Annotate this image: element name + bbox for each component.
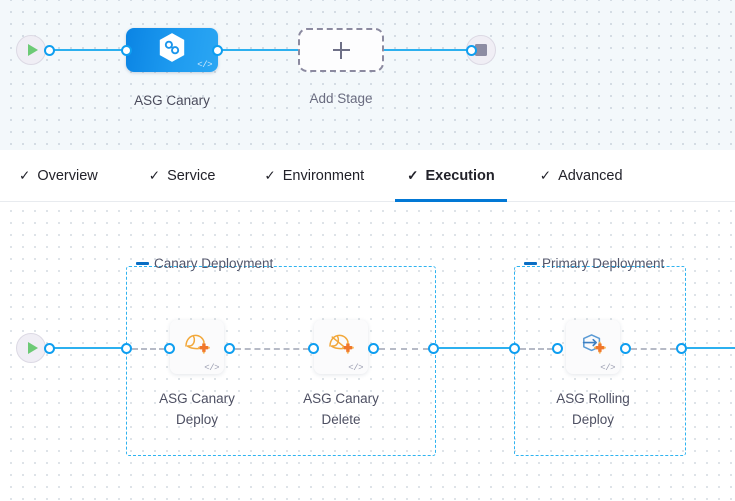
step-label-line1: ASG Canary <box>303 391 379 406</box>
play-icon <box>27 44 38 56</box>
tab-label: Advanced <box>558 167 623 184</box>
aws-asg-canary-deploy-icon <box>181 327 213 362</box>
primary-group-entry-dot[interactable] <box>509 343 520 354</box>
tab-advanced[interactable]: ✓ Advanced <box>538 150 625 202</box>
check-icon: ✓ <box>19 167 31 183</box>
add-stage-button[interactable] <box>298 28 384 72</box>
aws-asg-canary-delete-icon <box>325 327 357 362</box>
step-code-badge: </> <box>204 363 219 373</box>
stage-label-asg-canary: ASG Canary <box>134 93 210 108</box>
step-code-badge: </> <box>600 363 615 373</box>
play-icon <box>27 342 38 354</box>
tab-environment[interactable]: ✓ Environment <box>262 150 366 202</box>
stage-tabbar: ✓ Overview ✓ Service ✓ Environment ✓ Exe… <box>0 150 735 202</box>
step-label-line1: ASG Rolling <box>556 391 630 406</box>
canary-group-exit-dot[interactable] <box>428 343 439 354</box>
check-icon: ✓ <box>264 167 276 183</box>
canary-group-entry-dot[interactable] <box>121 343 132 354</box>
step-label-asg-canary-delete: ASG Canary Delete <box>271 388 411 430</box>
tab-service[interactable]: ✓ Service <box>147 150 218 202</box>
stage-input-dot[interactable] <box>121 45 132 56</box>
end-connector-dot[interactable] <box>466 45 477 56</box>
stage-output-dot[interactable] <box>212 45 223 56</box>
pipeline-start-node[interactable] <box>16 35 46 65</box>
tab-label: Service <box>167 167 216 184</box>
tab-label: Execution <box>425 167 495 184</box>
stage-code-badge: </> <box>197 60 212 70</box>
dashed-step3-to-exit <box>631 348 676 350</box>
connector-stage-to-add <box>218 49 300 51</box>
step-group-title[interactable]: Canary Deployment <box>136 256 273 271</box>
harness-hexagon-infinity-icon <box>157 32 187 69</box>
step-node-asg-canary-deploy[interactable]: </> <box>170 320 224 374</box>
step-node-asg-canary-delete[interactable]: </> <box>314 320 368 374</box>
dashed-entry-to-step1 <box>132 348 165 350</box>
step-label-asg-canary-deploy: ASG Canary Deploy <box>127 388 267 430</box>
stop-icon <box>475 44 487 56</box>
minus-icon[interactable] <box>136 262 149 265</box>
connector-canary-to-primary-group <box>439 347 513 349</box>
execution-start-node[interactable] <box>16 333 46 363</box>
plus-icon <box>332 41 350 59</box>
step-label-asg-rolling-deploy: ASG Rolling Deploy <box>523 388 663 430</box>
step-code-badge: </> <box>348 363 363 373</box>
active-tab-underline <box>395 198 507 202</box>
step-group-primary-deployment[interactable]: Primary Deployment <box>514 256 686 456</box>
step1-input-dot[interactable] <box>164 343 175 354</box>
primary-group-exit-dot[interactable] <box>676 343 687 354</box>
connector-primary-group-outgoing <box>687 347 735 349</box>
step-label-line2: Deploy <box>175 412 219 427</box>
step3-input-dot[interactable] <box>552 343 563 354</box>
start-connector-dot[interactable] <box>44 45 55 56</box>
check-icon: ✓ <box>539 167 552 183</box>
step2-input-dot[interactable] <box>308 343 319 354</box>
step-group-label: Canary Deployment <box>154 256 274 271</box>
stage-node-asg-canary[interactable]: </> <box>126 28 218 72</box>
add-stage-label: Add Stage <box>309 91 373 106</box>
step-node-asg-rolling-deploy[interactable]: </> <box>566 320 620 374</box>
tab-label: Environment <box>282 167 365 184</box>
step-label-line1: ASG Canary <box>159 391 235 406</box>
connector-start-to-canary-group <box>50 347 128 349</box>
aws-asg-rolling-deploy-icon <box>577 327 609 362</box>
check-icon: ✓ <box>148 167 161 183</box>
step2-output-dot[interactable] <box>368 343 379 354</box>
dashed-step2-to-exit <box>379 348 429 350</box>
minus-icon[interactable] <box>524 262 537 265</box>
step-label-line2: Delete <box>321 412 361 427</box>
step1-output-dot[interactable] <box>224 343 235 354</box>
tab-overview[interactable]: ✓ Overview <box>17 150 100 202</box>
dashed-step1-to-step2 <box>235 348 309 350</box>
connector-start-to-stage <box>50 49 128 51</box>
check-icon: ✓ <box>407 167 419 183</box>
step-group-title[interactable]: Primary Deployment <box>524 256 664 271</box>
tab-execution[interactable]: ✓ Execution <box>395 150 507 202</box>
step-group-canary-deployment[interactable]: Canary Deployment <box>126 256 436 456</box>
step-group-label: Primary Deployment <box>542 256 665 271</box>
execution-start-dot[interactable] <box>44 343 55 354</box>
stage-canvas[interactable]: </> ASG Canary Add Stage <box>0 0 735 150</box>
step-label-line2: Deploy <box>571 412 615 427</box>
dashed-entry-to-step3 <box>520 348 553 350</box>
tab-label: Overview <box>37 167 98 184</box>
step3-output-dot[interactable] <box>620 343 631 354</box>
execution-canvas[interactable]: Canary Deployment <box>0 202 735 501</box>
connector-add-to-end <box>384 49 470 51</box>
